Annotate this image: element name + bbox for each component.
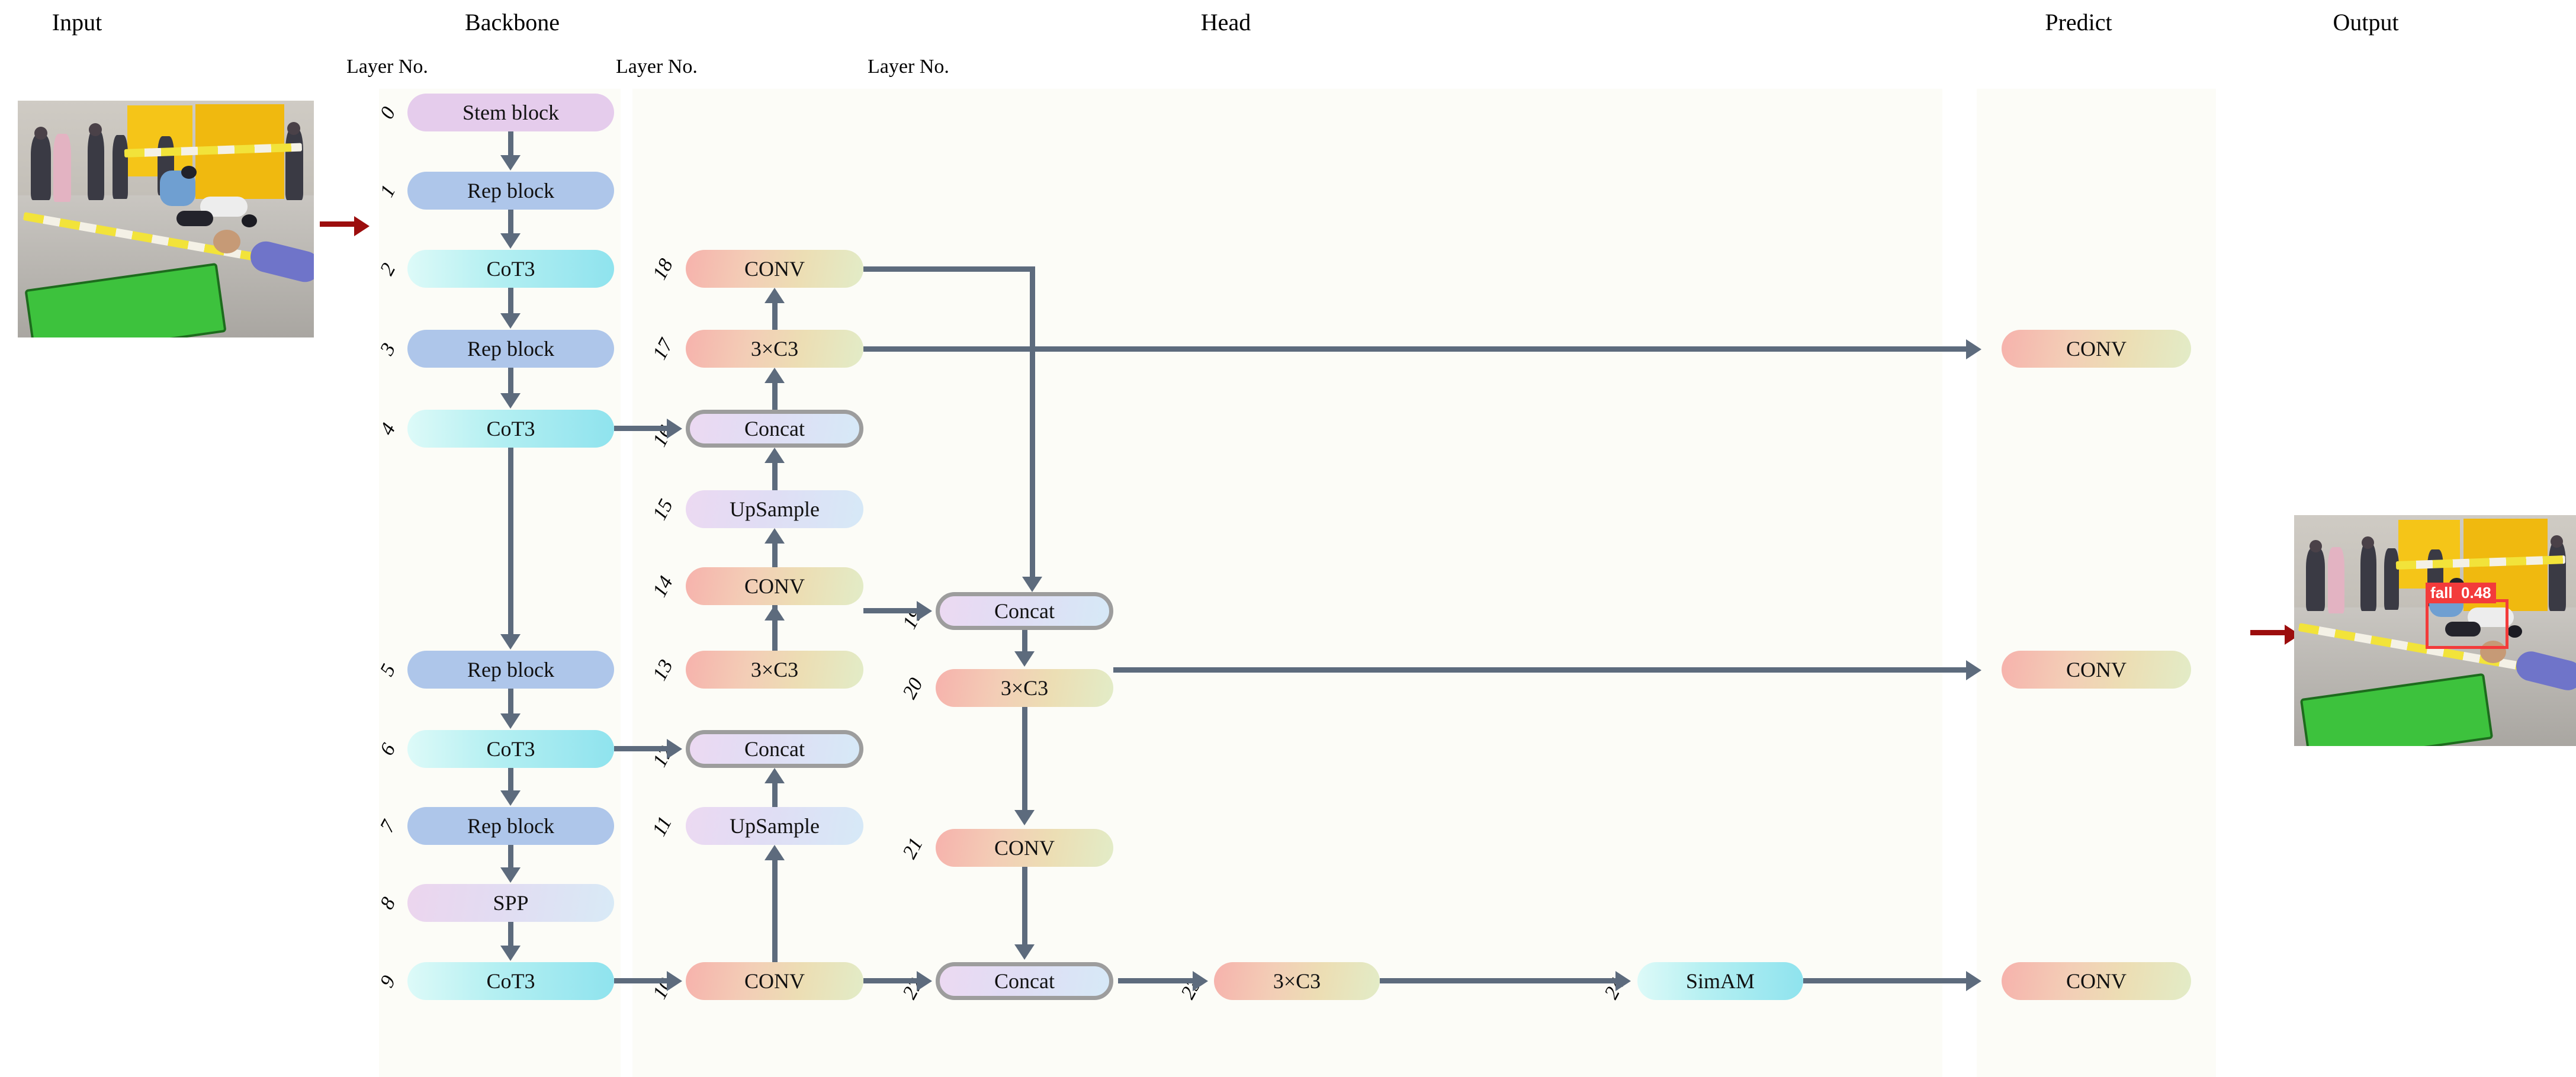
block-label: 3×C3 <box>750 658 799 681</box>
block-label: CONV <box>744 257 805 281</box>
block-rep-block-5[interactable]: Rep block <box>407 651 614 689</box>
detection-class: fall <box>2430 584 2453 602</box>
block-label: 3×C3 <box>1000 676 1049 700</box>
block-label: UpSample <box>730 497 820 521</box>
block-label: 3×C3 <box>750 337 799 361</box>
block-label: CONV <box>744 969 805 993</box>
block-label: Concat <box>744 737 805 761</box>
block-label: Concat <box>744 417 805 441</box>
block-rep-block-7[interactable]: Rep block <box>407 807 614 845</box>
block-label: CONV <box>2066 658 2127 681</box>
block-concat-22[interactable]: Concat <box>936 962 1113 1000</box>
block-label: Concat <box>994 969 1055 993</box>
block-label: UpSample <box>730 814 820 838</box>
block-cot3-9[interactable]: CoT3 <box>407 962 614 1000</box>
block-conv-18[interactable]: CONV <box>686 250 863 288</box>
section-title-head: Head <box>1200 9 1251 36</box>
detection-bounding-box <box>2426 599 2508 649</box>
block-label: CONV <box>2066 337 2127 361</box>
block-concat-12[interactable]: Concat <box>686 730 863 768</box>
block-3xc3-23[interactable]: 3×C3 <box>1214 962 1380 1000</box>
backbone-panel <box>379 89 621 1077</box>
input-image <box>18 101 314 337</box>
block-label: Rep block <box>467 814 554 838</box>
block-simam-24[interactable]: SimAM <box>1637 962 1803 1000</box>
block-label: Rep block <box>467 337 554 361</box>
block-cot3-4[interactable]: CoT3 <box>407 410 614 448</box>
block-label: Rep block <box>467 658 554 681</box>
block-3xc3-17[interactable]: 3×C3 <box>686 330 863 368</box>
detection-label: fall 0.48 <box>2426 583 2496 603</box>
block-label: CoT3 <box>486 969 535 993</box>
output-image: fall 0.48 <box>2294 515 2576 746</box>
block-label: CONV <box>744 574 805 598</box>
block-conv-21[interactable]: CONV <box>936 829 1113 867</box>
block-concat-16[interactable]: Concat <box>686 410 863 448</box>
block-label: Concat <box>994 599 1055 623</box>
block-label: CoT3 <box>486 417 535 441</box>
layer-no-label-3: Layer No. <box>868 56 949 78</box>
block-label: CoT3 <box>486 257 535 281</box>
block-conv-14[interactable]: CONV <box>686 567 863 605</box>
section-title-predict: Predict <box>2045 9 2112 36</box>
block-stem-block[interactable]: Stem block <box>407 94 614 131</box>
block-concat-19[interactable]: Concat <box>936 592 1113 630</box>
block-predict-conv-1[interactable]: CONV <box>2002 330 2191 368</box>
block-label: CONV <box>2066 969 2127 993</box>
block-conv-10[interactable]: CONV <box>686 962 863 1000</box>
block-3xc3-20[interactable]: 3×C3 <box>936 669 1113 707</box>
block-label: Rep block <box>467 179 554 202</box>
layer-no-label-2: Layer No. <box>616 56 698 78</box>
predict-panel <box>1977 89 2216 1077</box>
block-label: SimAM <box>1685 969 1755 993</box>
block-label: CONV <box>994 836 1055 860</box>
block-label: Stem block <box>462 101 559 124</box>
block-cot3-2[interactable]: CoT3 <box>407 250 614 288</box>
block-upsample-15[interactable]: UpSample <box>686 490 863 528</box>
block-upsample-11[interactable]: UpSample <box>686 807 863 845</box>
block-rep-block-1[interactable]: Rep block <box>407 172 614 210</box>
block-cot3-6[interactable]: CoT3 <box>407 730 614 768</box>
block-rep-block-3[interactable]: Rep block <box>407 330 614 368</box>
block-label: CoT3 <box>486 737 535 761</box>
block-predict-conv-3[interactable]: CONV <box>2002 962 2191 1000</box>
block-label: 3×C3 <box>1273 969 1321 993</box>
detection-score: 0.48 <box>2461 584 2491 602</box>
block-predict-conv-2[interactable]: CONV <box>2002 651 2191 689</box>
block-3xc3-13[interactable]: 3×C3 <box>686 651 863 689</box>
section-title-backbone: Backbone <box>465 9 560 36</box>
block-spp-8[interactable]: SPP <box>407 884 614 922</box>
section-title-output: Output <box>2333 9 2399 36</box>
block-label: SPP <box>493 891 529 915</box>
section-title-input: Input <box>52 9 102 36</box>
layer-no-label-1: Layer No. <box>346 56 428 78</box>
